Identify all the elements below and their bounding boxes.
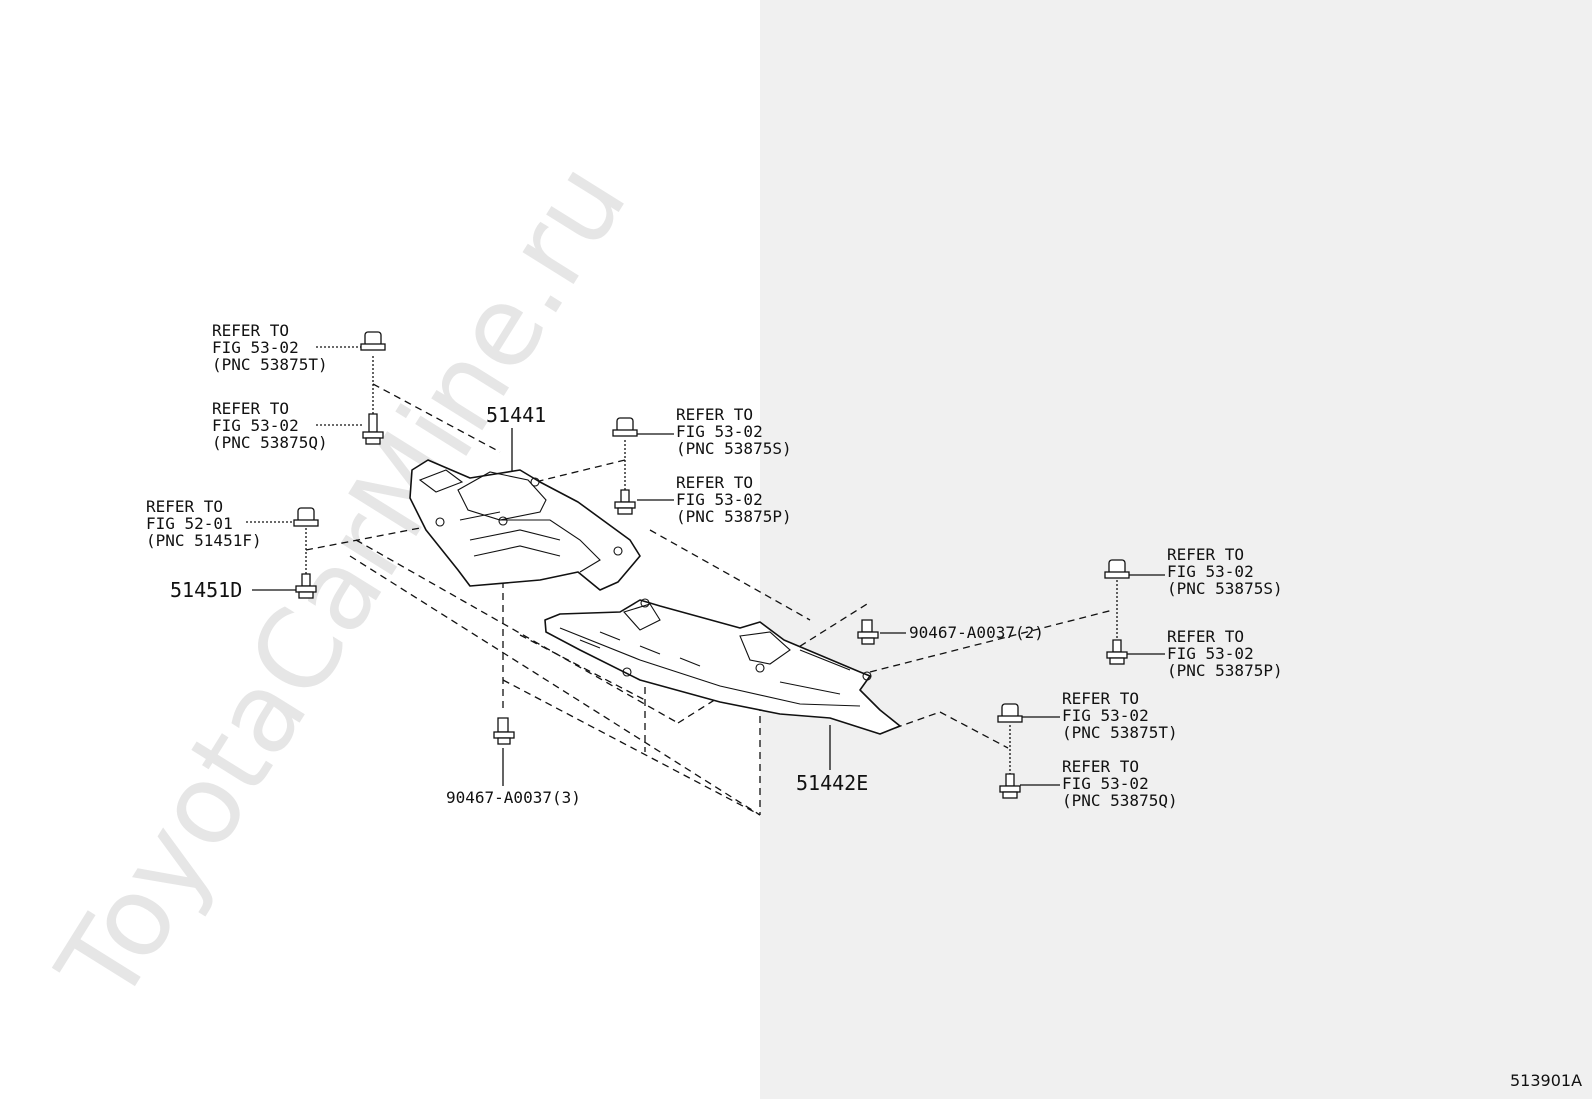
clip-top-left-53875T <box>360 331 386 351</box>
svg-text:REFER TO: REFER TO <box>1167 545 1244 564</box>
refer-label: REFER TO FIG 53-02 (PNC 53875T) <box>1062 689 1178 742</box>
svg-text:REFER TO: REFER TO <box>146 497 223 516</box>
svg-text:FIG 53-02: FIG 53-02 <box>1167 644 1254 663</box>
figure-code: 513901A <box>1510 1071 1582 1090</box>
gray-background-panel <box>760 0 1592 1099</box>
svg-text:REFER TO: REFER TO <box>1062 757 1139 776</box>
svg-text:(PNC 51451F): (PNC 51451F) <box>146 531 262 550</box>
clip-right-upper-53875S <box>1104 559 1130 579</box>
refer-label: REFER TO FIG 53-02 (PNC 53875S) <box>1167 545 1283 598</box>
refer-label: REFER TO FIG 53-02 (PNC 53875Q) <box>1062 757 1178 810</box>
part-number-clip-qty3: 90467-A0037(3) <box>446 788 581 807</box>
svg-text:FIG 53-02: FIG 53-02 <box>212 416 299 435</box>
clip-top-middle-53875S <box>612 417 638 437</box>
part-number-lower-cover: 51442E <box>796 771 868 795</box>
refer-label: REFER TO FIG 53-02 (PNC 53875S) <box>676 405 792 458</box>
clip-90467-qty3 <box>493 717 515 745</box>
refer-label: REFER TO FIG 53-02 (PNC 53875P) <box>1167 627 1283 680</box>
svg-text:FIG 53-02: FIG 53-02 <box>676 490 763 509</box>
bolt-top-left-53875Q <box>362 413 384 445</box>
svg-text:(PNC 53875Q): (PNC 53875Q) <box>212 433 328 452</box>
svg-text:(PNC 53875T): (PNC 53875T) <box>212 355 328 374</box>
bolt-left-51451D <box>295 573 317 599</box>
part-number-left-bolt: 51451D <box>170 578 242 602</box>
svg-text:(PNC 53875P): (PNC 53875P) <box>676 507 792 526</box>
svg-text:REFER TO: REFER TO <box>1062 689 1139 708</box>
svg-text:FIG 53-02: FIG 53-02 <box>1062 774 1149 793</box>
clip-left-51451F <box>293 507 319 527</box>
svg-text:(PNC 53875Q): (PNC 53875Q) <box>1062 791 1178 810</box>
lower-engine-under-cover <box>544 598 901 735</box>
part-number-upper-cover: 51441 <box>486 403 546 427</box>
svg-text:REFER TO: REFER TO <box>676 405 753 424</box>
clip-right-lower-53875T <box>997 703 1023 723</box>
bolt-right-upper-53875P <box>1106 639 1128 665</box>
svg-text:REFER TO: REFER TO <box>212 399 289 418</box>
watermark-text: ToyotaCarMine.ru <box>33 141 651 1025</box>
refer-label: REFER TO FIG 52-01 (PNC 51451F) <box>146 497 262 550</box>
svg-text:REFER TO: REFER TO <box>1167 627 1244 646</box>
svg-text:(PNC 53875P): (PNC 53875P) <box>1167 661 1283 680</box>
svg-text:REFER TO: REFER TO <box>676 473 753 492</box>
refer-label: REFER TO FIG 53-02 (PNC 53875Q) <box>212 399 328 452</box>
svg-text:REFER TO: REFER TO <box>212 321 289 340</box>
bolt-right-lower-53875Q <box>999 773 1021 799</box>
svg-text:FIG 53-02: FIG 53-02 <box>1167 562 1254 581</box>
svg-text:(PNC 53875T): (PNC 53875T) <box>1062 723 1178 742</box>
svg-text:FIG 53-02: FIG 53-02 <box>676 422 763 441</box>
upper-engine-under-cover <box>409 459 641 591</box>
svg-text:FIG 52-01: FIG 52-01 <box>146 514 233 533</box>
clip-90467-qty2 <box>857 619 879 645</box>
svg-text:(PNC 53875S): (PNC 53875S) <box>1167 579 1283 598</box>
svg-text:(PNC 53875S): (PNC 53875S) <box>676 439 792 458</box>
refer-label: REFER TO FIG 53-02 (PNC 53875P) <box>676 473 792 526</box>
refer-label: REFER TO FIG 53-02 (PNC 53875T) <box>212 321 328 374</box>
svg-text:FIG 53-02: FIG 53-02 <box>212 338 299 357</box>
svg-text:FIG 53-02: FIG 53-02 <box>1062 706 1149 725</box>
part-number-clip-qty2: 90467-A0037(2) <box>909 623 1044 642</box>
bolt-top-middle-53875P <box>614 489 636 515</box>
